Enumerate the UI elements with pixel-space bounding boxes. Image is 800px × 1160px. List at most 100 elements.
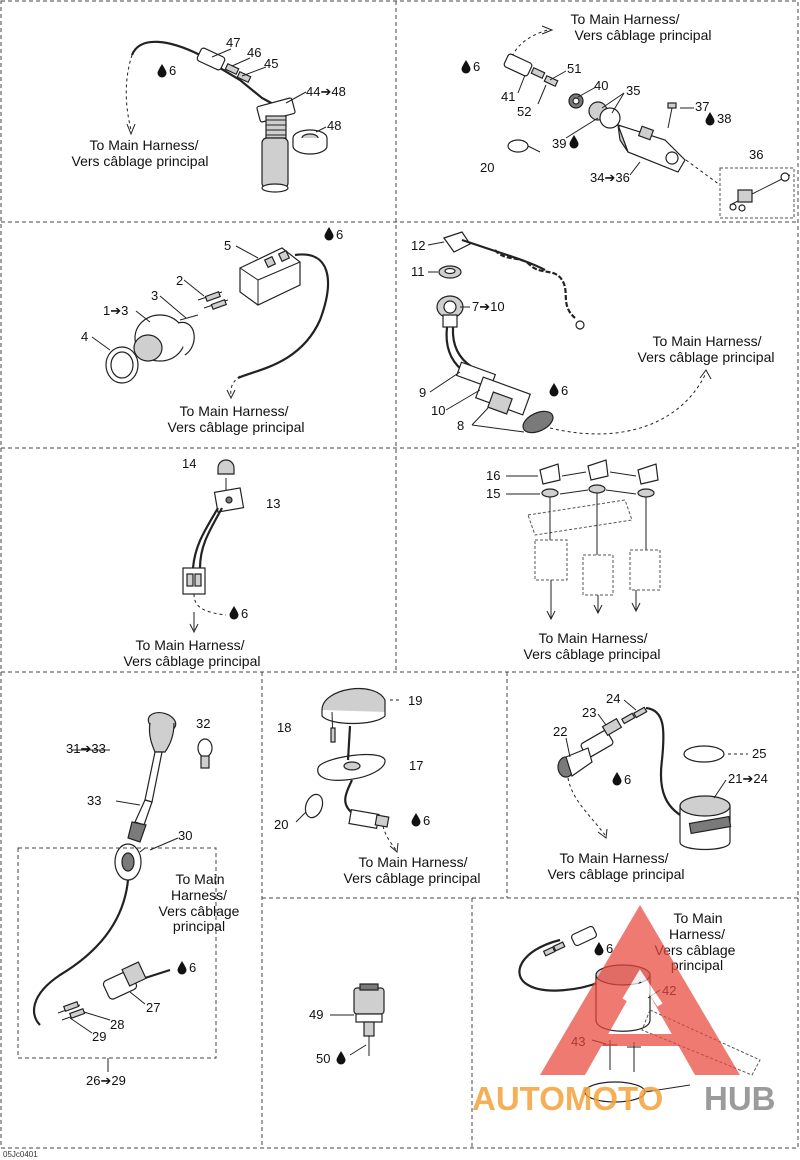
oil-drop-icon xyxy=(411,813,421,827)
harness-caption-line1: To Main Harness/ xyxy=(90,137,199,153)
oil-drop-icon xyxy=(569,135,579,149)
oil-drop-icon xyxy=(705,112,715,126)
harness-caption-line2: Vers câblage principal xyxy=(548,866,685,882)
label-33: 33 xyxy=(87,793,101,808)
label-6: 6 xyxy=(561,383,568,398)
label-47: 47 xyxy=(226,35,240,50)
socket-22 xyxy=(557,747,593,778)
label-34-36: 34➔36 xyxy=(590,170,630,185)
label-36: 36 xyxy=(749,147,763,162)
clip-20 xyxy=(304,793,324,819)
harness-caption-line1: To Main Harness/ xyxy=(359,854,468,870)
gauge-1 xyxy=(133,314,199,362)
label-45: 45 xyxy=(264,56,278,71)
oil-drop-icon xyxy=(157,64,167,78)
label-44-48: 44➔48 xyxy=(306,84,346,99)
connector-5 xyxy=(239,247,301,306)
connector-41 xyxy=(503,53,533,77)
label-15: 15 xyxy=(486,486,500,501)
harness-caption-line1: To Main Harness/ xyxy=(539,630,648,646)
base-30 xyxy=(114,843,142,881)
oil-drop-icon xyxy=(549,383,559,397)
oil-drop-icon xyxy=(229,606,239,620)
label-51: 51 xyxy=(567,61,581,76)
sensor-44 xyxy=(256,97,296,193)
label-9: 9 xyxy=(419,385,426,400)
label-29: 29 xyxy=(92,1029,106,1044)
harness-caption-line1: To Main Harness/ xyxy=(136,637,245,653)
panel-6: 16 15 To Main Harness/ Vers câblage prin… xyxy=(486,459,661,662)
label-6: 6 xyxy=(606,941,613,956)
panel-10: 49 50 xyxy=(309,983,385,1066)
harness-caption-line2: Vers câblage principal xyxy=(524,646,661,662)
plug-12 xyxy=(443,231,585,330)
label-38: 38 xyxy=(717,111,731,126)
label-26-29: 26➔29 xyxy=(86,1073,126,1088)
cap-8 xyxy=(522,410,554,434)
harness-caption-line2: Vers câblage principal xyxy=(344,870,481,886)
label-4: 4 xyxy=(81,329,88,344)
label-6: 6 xyxy=(189,960,196,975)
harness-caption-split-line2: Harness/ xyxy=(171,887,227,903)
label-17: 17 xyxy=(409,758,423,773)
label-28: 28 xyxy=(110,1017,124,1032)
ring-25 xyxy=(683,745,725,763)
oil-drop-icon xyxy=(177,961,187,975)
label-19: 19 xyxy=(408,693,422,708)
knob-16-a xyxy=(539,463,561,485)
harness-caption-line2: Vers câblage principal xyxy=(168,419,305,435)
label-6: 6 xyxy=(423,813,430,828)
oil-drop-icon xyxy=(336,1051,346,1065)
harness-caption-line2: Vers câblage principal xyxy=(638,349,775,365)
label-50: 50 xyxy=(316,1051,330,1066)
label-41: 41 xyxy=(501,89,515,104)
harness-caption-line1: To Main Harness/ xyxy=(571,11,680,27)
harness-caption-split-line3: Vers câblage xyxy=(655,942,736,958)
label-52: 52 xyxy=(517,104,531,119)
label-12: 12 xyxy=(411,238,425,253)
label-6: 6 xyxy=(241,606,248,621)
label-11: 11 xyxy=(411,264,425,279)
oil-drop-icon xyxy=(612,772,622,786)
clip-20 xyxy=(507,139,541,153)
panel-1: 47 46 45 44➔48 48 6 To Main Harness/ Ver… xyxy=(72,35,346,193)
label-24: 24 xyxy=(606,691,620,706)
label-6: 6 xyxy=(169,63,176,78)
label-31-33: 31➔33 xyxy=(66,741,106,756)
connector-11 xyxy=(570,925,598,947)
connector-13 xyxy=(182,567,206,595)
watermark-logo xyxy=(540,905,740,1075)
label-22: 22 xyxy=(553,724,567,739)
harness-caption-line2: Vers câblage principal xyxy=(72,153,209,169)
panel-3: 5 6 2 3 1➔3 4 To Main Harness/ Vers câbl… xyxy=(81,227,343,435)
label-20: 20 xyxy=(274,817,288,832)
grommet-48 xyxy=(292,129,328,155)
label-46: 46 xyxy=(247,45,261,60)
label-14: 14 xyxy=(182,456,196,471)
socket-7 xyxy=(436,295,464,328)
label-10: 10 xyxy=(431,403,445,418)
switch-13 xyxy=(213,487,245,513)
harness-caption-split-line2: Harness/ xyxy=(669,926,725,942)
connector-9 xyxy=(455,361,532,416)
harness-caption-line1: To Main Harness/ xyxy=(180,403,289,419)
label-32: 32 xyxy=(196,716,210,731)
cap-14 xyxy=(217,459,235,475)
label-8: 8 xyxy=(457,418,464,433)
bulb-32 xyxy=(197,738,213,769)
label-16: 16 xyxy=(486,468,500,483)
label-2: 2 xyxy=(176,273,183,288)
label-3: 3 xyxy=(151,288,158,303)
connector-27 xyxy=(102,961,147,1000)
label-1-3: 1➔3 xyxy=(103,303,128,318)
label-6: 6 xyxy=(624,772,631,787)
label-5: 5 xyxy=(224,238,231,253)
base-17 xyxy=(317,753,386,781)
label-25: 25 xyxy=(752,746,766,761)
switch-34 xyxy=(617,124,686,173)
figure-code: 05Jc0401 xyxy=(3,1150,38,1159)
clamp-43 xyxy=(584,1081,691,1103)
label-6: 6 xyxy=(336,227,343,242)
label-49: 49 xyxy=(309,1007,323,1022)
